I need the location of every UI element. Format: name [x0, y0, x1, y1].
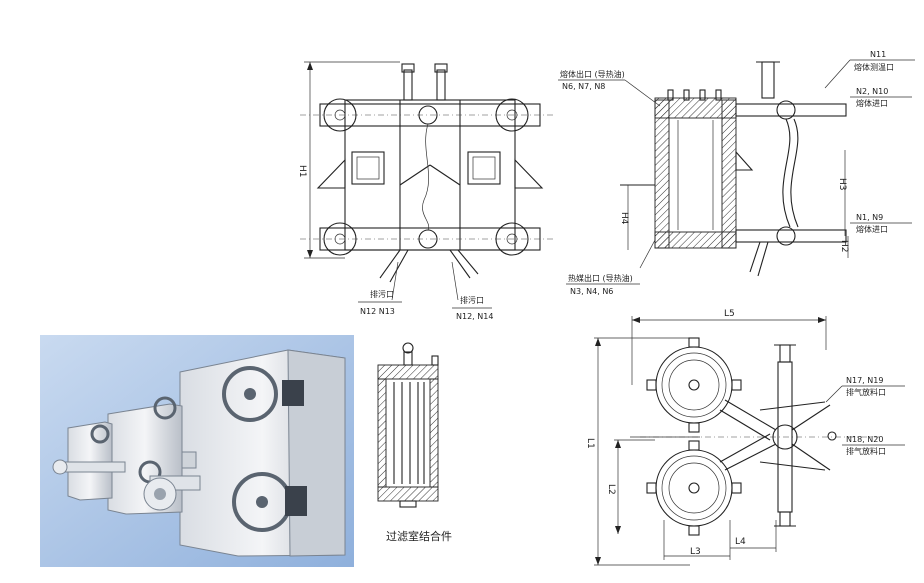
dim-l5: L5 [724, 309, 735, 319]
mid-nozzles: N2, N10 [856, 87, 888, 96]
handwheel-icon [323, 98, 529, 256]
top-nozzle-label: 熔体测温口 [854, 62, 894, 72]
vent-bottom-nozzles: N18, N20 [846, 435, 883, 444]
mid-label: 熔体进口 [856, 98, 888, 108]
drain-left-nozzles: N12 N13 [360, 307, 395, 316]
low-nozzles: N1, N9 [856, 213, 883, 222]
drain-right-nozzles: N12, N14 [456, 312, 493, 321]
heat-outlet-label: 热媒出口 (导热油) [568, 273, 633, 283]
front-view: H1 [297, 61, 555, 321]
bolt-row [667, 89, 722, 101]
filter-chamber-caption: 过滤室结合件 [386, 529, 452, 543]
dim-h3: H3 [837, 178, 847, 191]
drain-right-label: 排污口 [460, 295, 484, 305]
dim-h1: H1 [297, 165, 307, 178]
vent-top-nozzles: N17, N19 [846, 376, 883, 385]
filter-chamber: 过滤室结合件 [377, 342, 452, 543]
side-view: 熔体出口 (导热油) N6, N7, N8 [558, 50, 915, 296]
vent-bottom-label: 排气放料口 [846, 446, 886, 456]
dim-l4: L4 [735, 537, 746, 547]
dim-l1: L1 [585, 438, 595, 449]
dim-l2: L2 [606, 484, 616, 495]
melt-outlet-nozzles: N6, N7, N8 [562, 82, 605, 91]
vent-top-label: 排气放料口 [846, 387, 886, 397]
heat-outlet-nozzles: N3, N4, N6 [570, 287, 613, 296]
dim-h4: H4 [619, 212, 629, 225]
low-label: 熔体进口 [856, 224, 888, 234]
plan-view: L5 L1 L2 L3 L4 [585, 309, 905, 566]
drain-left-label: 排污口 [370, 289, 394, 299]
product-photo [40, 335, 354, 567]
dim-h2: H2 [839, 240, 849, 253]
top-nozzle: N11 [870, 50, 886, 59]
dim-l3: L3 [690, 547, 701, 557]
melt-outlet-label: 熔体出口 (导热油) [560, 69, 625, 79]
